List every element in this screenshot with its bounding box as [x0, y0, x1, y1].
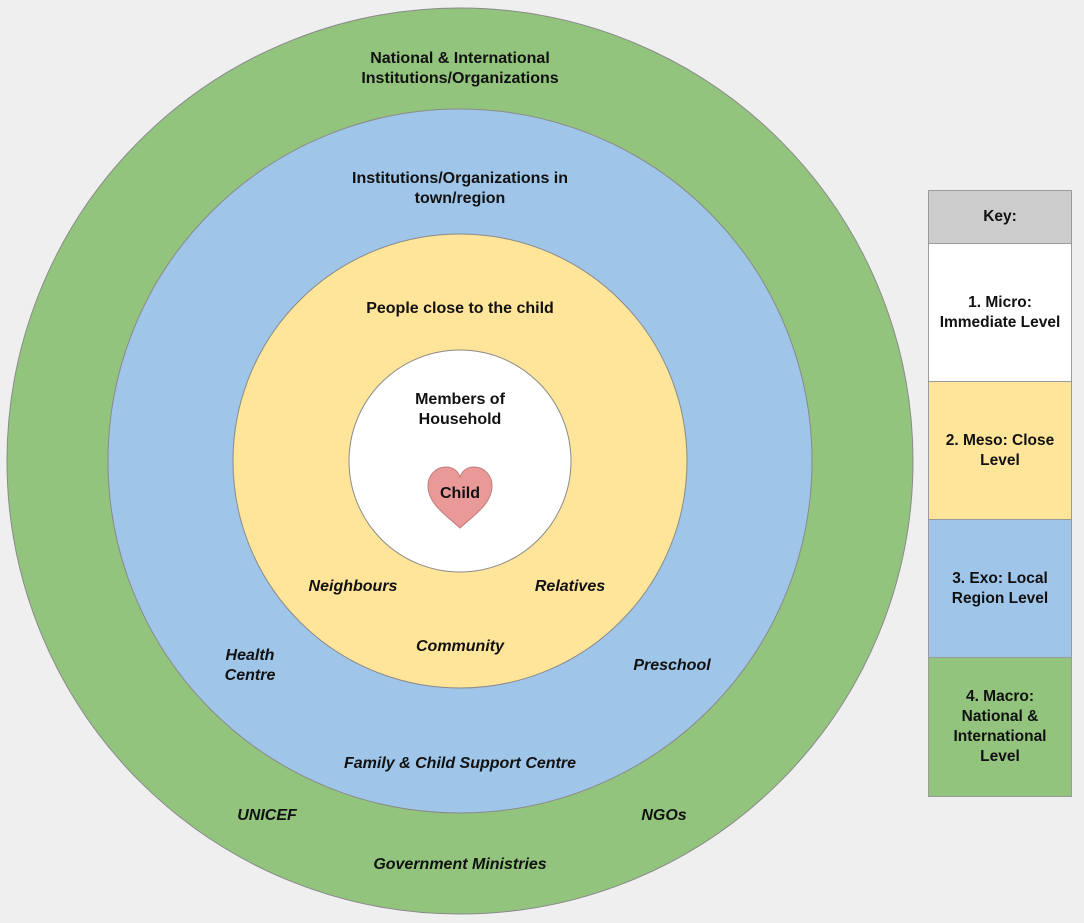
exo-item-centre: Centre	[225, 667, 276, 684]
macro-item-government-ministries: Government Ministries	[373, 856, 546, 873]
key-level-macro: 4. Macro: National & International Level	[929, 658, 1071, 796]
exo-item-preschool: Preschool	[633, 657, 711, 674]
child-label: Child	[440, 485, 480, 502]
key-legend: Key: 1. Micro: Immediate Level 2. Meso: …	[928, 190, 1072, 797]
meso-item-community: Community	[416, 638, 505, 655]
meso-item-neighbours: Neighbours	[309, 578, 398, 595]
ecological-model-diagram: National & International Institutions/Or…	[6, 7, 914, 915]
micro-title-line-2: Household	[419, 411, 502, 428]
micro-ring	[348, 349, 572, 573]
macro-item-ngos: NGOs	[641, 807, 686, 824]
meso-title: People close to the child	[366, 300, 554, 317]
meso-item-relatives: Relatives	[535, 578, 605, 595]
key-level-exo: 3. Exo: Local Region Level	[929, 520, 1071, 658]
exo-title-line-1: Institutions/Organizations in	[352, 170, 568, 187]
key-level-micro: 1. Micro: Immediate Level	[929, 244, 1071, 382]
exo-item-health: Health	[226, 647, 275, 664]
macro-title-line-2: Institutions/Organizations	[361, 70, 558, 87]
key-level-meso: 2. Meso: Close Level	[929, 382, 1071, 520]
macro-title-line-1: National & International	[370, 50, 550, 67]
exo-title-line-2: town/region	[415, 190, 506, 207]
key-header: Key:	[929, 191, 1071, 244]
heart-icon	[427, 466, 493, 529]
micro-title-line-1: Members of	[415, 391, 505, 408]
exo-item-family-child-support-centre: Family & Child Support Centre	[344, 755, 576, 772]
macro-item-unicef: UNICEF	[237, 807, 298, 824]
